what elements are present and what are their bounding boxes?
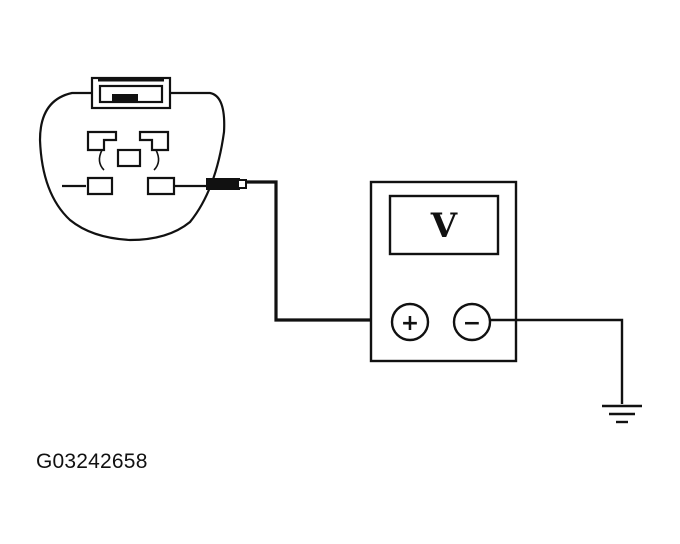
voltmeter-display bbox=[388, 194, 500, 256]
figure-id: G03242658 bbox=[36, 450, 148, 473]
terminal-cavity-bottom-right bbox=[146, 176, 176, 196]
voltmeter-reading: V bbox=[430, 206, 458, 246]
voltmeter: V + − bbox=[369, 180, 518, 363]
connector bbox=[38, 76, 226, 242]
positive-test-lead bbox=[246, 180, 392, 322]
terminal-cavity-top-right bbox=[138, 130, 170, 152]
terminal-cavity-top-left bbox=[86, 130, 118, 152]
positive-terminal bbox=[390, 302, 430, 342]
connector-body bbox=[38, 91, 226, 242]
positive-terminal-sign: + bbox=[401, 311, 419, 336]
terminal-cavity-center bbox=[116, 148, 142, 168]
connector-lock-detail bbox=[112, 94, 138, 102]
negative-test-lead bbox=[490, 318, 624, 404]
ground-symbol bbox=[602, 404, 642, 424]
negative-terminal-sign: − bbox=[463, 311, 481, 336]
terminal-cavity-bottom-left bbox=[86, 176, 114, 196]
probe-tip bbox=[206, 178, 247, 190]
negative-terminal bbox=[452, 302, 492, 342]
